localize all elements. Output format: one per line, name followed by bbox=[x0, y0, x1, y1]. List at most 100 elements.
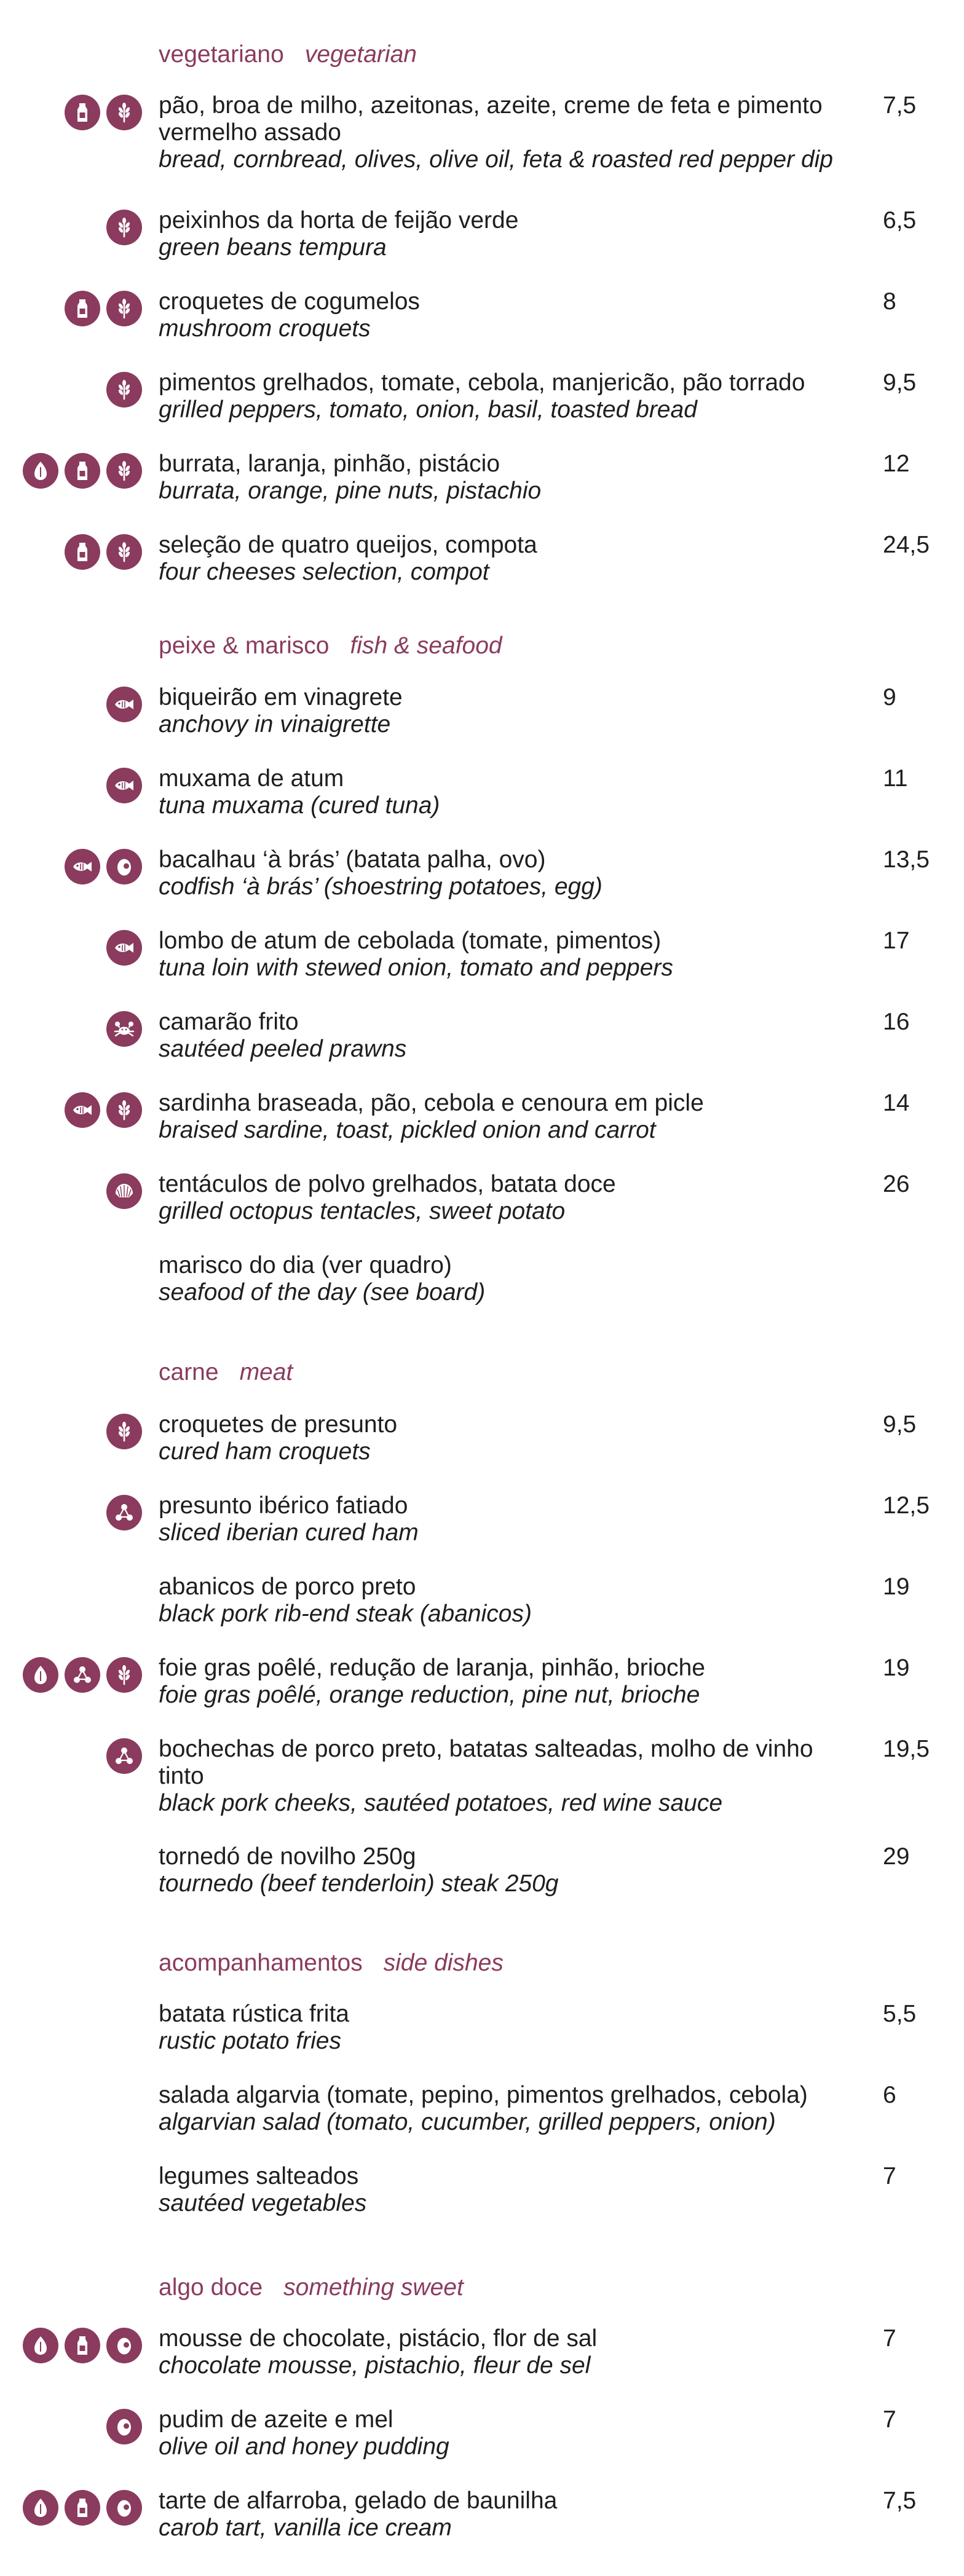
item-name-en: sautéed vegetables bbox=[159, 2190, 367, 2216]
allergen-icons bbox=[106, 1011, 142, 1048]
item-price: 9,5 bbox=[883, 369, 917, 396]
fish-icon bbox=[65, 1092, 100, 1128]
section-title-pt: carne bbox=[159, 1359, 219, 1385]
item-name-pt: burrata, laranja, pinhão, pistácio bbox=[159, 451, 500, 477]
item-name-en: four cheeses selection, compot bbox=[159, 559, 489, 585]
item-price: 19 bbox=[883, 1655, 910, 1681]
item-name-pt: pudim de azeite e mel bbox=[159, 2406, 393, 2433]
milk-bottle-icon bbox=[65, 453, 100, 489]
item-name-en: green beans tempura bbox=[159, 234, 387, 261]
item-price: 11 bbox=[883, 765, 908, 792]
allergen-icons bbox=[23, 1657, 142, 1694]
item-price: 19,5 bbox=[883, 1736, 930, 1762]
section-title-pt: vegetariano bbox=[159, 41, 284, 68]
item-name-en: tuna muxama (cured tuna) bbox=[159, 792, 440, 819]
item-price: 7 bbox=[883, 2325, 896, 2352]
allergen-icons bbox=[106, 372, 142, 409]
nut-icon bbox=[23, 453, 58, 489]
item-name-pt: pão, broa de milho, azeitonas, azeite, c… bbox=[159, 92, 823, 146]
item-name-pt: muxama de atum bbox=[159, 765, 344, 792]
item-price: 12,5 bbox=[883, 1492, 930, 1519]
item-name-en: rustic potato fries bbox=[159, 2028, 341, 2054]
item-name-en: bread, cornbread, olives, olive oil, fet… bbox=[159, 146, 833, 173]
allergen-icons bbox=[106, 1173, 142, 1210]
item-price: 12 bbox=[883, 451, 910, 477]
item-name-pt: croquetes de presunto bbox=[159, 1411, 398, 1438]
item-name-pt: tarte de alfarroba, gelado de baunilha bbox=[159, 2487, 558, 2514]
wheat-icon bbox=[106, 291, 142, 326]
milk-bottle-icon bbox=[65, 291, 100, 326]
allergen-icons bbox=[65, 849, 142, 886]
item-name-pt: batata rústica frita bbox=[159, 2001, 349, 2027]
item-name-pt: lombo de atum de cebolada (tomate, pimen… bbox=[159, 928, 662, 954]
item-price: 19 bbox=[883, 1574, 910, 1600]
milk-bottle-icon bbox=[65, 2490, 100, 2526]
wheat-icon bbox=[106, 534, 142, 570]
item-name-pt: bochechas de porco preto, batatas saltea… bbox=[159, 1736, 813, 1789]
item-name-en: olive oil and honey pudding bbox=[159, 2433, 449, 2460]
fish-icon bbox=[65, 849, 100, 884]
wheat-icon bbox=[106, 1414, 142, 1449]
allergen-icons bbox=[106, 768, 142, 805]
allergen-icons bbox=[106, 210, 142, 246]
allergen-icons bbox=[23, 453, 142, 490]
item-name-en: black pork rib-end steak (abanicos) bbox=[159, 1601, 532, 1627]
item-name-en: mushroom croquets bbox=[159, 315, 371, 342]
wheat-icon bbox=[106, 1092, 142, 1128]
shell-icon bbox=[106, 1173, 142, 1209]
item-name-pt: tentáculos de polvo grelhados, batata do… bbox=[159, 1171, 616, 1197]
section-title-en: vegetarian bbox=[304, 41, 417, 68]
item-name-en: sautéed peeled prawns bbox=[159, 1036, 407, 1062]
item-name-pt: presunto ibérico fatiado bbox=[159, 1492, 408, 1519]
item-name-en: cured ham croquets bbox=[159, 1438, 371, 1465]
item-price: 13,5 bbox=[883, 846, 930, 873]
section-title-pt: algo doce bbox=[159, 2274, 263, 2301]
item-name-en: burrata, orange, pine nuts, pistachio bbox=[159, 478, 542, 504]
section-title: vegetariano vegetarian bbox=[159, 38, 417, 71]
nut-icon bbox=[23, 2490, 58, 2526]
item-name-en: seafood of the day (see board) bbox=[159, 1279, 486, 1306]
section-title-en: fish & seafood bbox=[350, 632, 502, 659]
item-name-en: tournedo (beef tenderloin) steak 250g bbox=[159, 1870, 559, 1897]
item-price: 24,5 bbox=[883, 532, 930, 558]
item-name-pt: abanicos de porco preto bbox=[159, 1574, 416, 1600]
item-price: 7 bbox=[883, 2163, 896, 2189]
sulphite-icon bbox=[106, 1495, 142, 1530]
item-price: 16 bbox=[883, 1009, 910, 1035]
item-name-pt: bacalhau ‘à brás’ (batata palha, ovo) bbox=[159, 846, 546, 873]
allergen-icons bbox=[106, 1414, 142, 1451]
item-name-pt: mousse de chocolate, pistácio, flor de s… bbox=[159, 2325, 598, 2352]
nut-icon bbox=[23, 1657, 58, 1693]
item-name-pt: marisco do dia (ver quadro) bbox=[159, 1252, 452, 1278]
sulphite-icon bbox=[106, 1738, 142, 1774]
fish-icon bbox=[106, 687, 142, 722]
item-name-en: tuna loin with stewed onion, tomato and … bbox=[159, 955, 673, 981]
item-price: 14 bbox=[883, 1090, 910, 1116]
fish-icon bbox=[106, 930, 142, 966]
item-price: 9,5 bbox=[883, 1411, 917, 1438]
item-name-en: grilled peppers, tomato, onion, basil, t… bbox=[159, 396, 697, 423]
allergen-icons bbox=[106, 687, 142, 723]
item-price: 7 bbox=[883, 2406, 896, 2433]
allergen-icons bbox=[65, 534, 142, 571]
item-price: 8 bbox=[883, 288, 896, 315]
allergen-icons bbox=[65, 291, 142, 328]
wheat-icon bbox=[106, 210, 142, 245]
item-price: 29 bbox=[883, 1843, 910, 1870]
item-name-pt: seleção de quatro queijos, compota bbox=[159, 532, 537, 558]
allergen-icons bbox=[65, 1092, 142, 1129]
crab-icon bbox=[106, 1011, 142, 1047]
item-name-en: sliced iberian cured ham bbox=[159, 1519, 419, 1546]
item-name-pt: foie gras poêlé, redução de laranja, pin… bbox=[159, 1655, 705, 1681]
allergen-icons bbox=[106, 2409, 142, 2446]
section-title-pt: acompanhamentos bbox=[159, 1950, 363, 1976]
allergen-icons bbox=[106, 930, 142, 967]
allergen-icons bbox=[106, 1495, 142, 1532]
milk-bottle-icon bbox=[65, 95, 100, 130]
sulphite-icon bbox=[65, 1657, 100, 1693]
item-name-pt: sardinha braseada, pão, cebola e cenoura… bbox=[159, 1090, 704, 1116]
wheat-icon bbox=[106, 95, 142, 130]
item-price: 9 bbox=[883, 684, 896, 711]
item-price: 6,5 bbox=[883, 207, 917, 234]
